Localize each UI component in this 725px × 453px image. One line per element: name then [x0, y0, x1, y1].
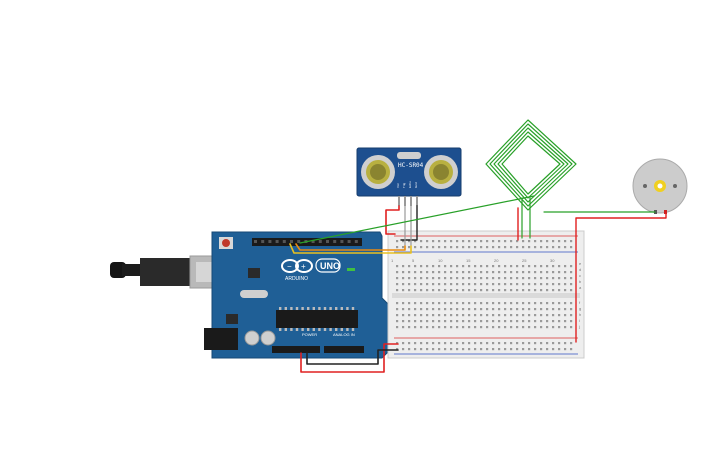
svg-text:f: f	[579, 300, 581, 305]
wire-black-gnd-power	[306, 349, 399, 365]
wire-green-motor-signal	[299, 195, 535, 244]
ultrasonic-sensor[interactable]: HC-SR04 Vcc Trig Echo Gnd	[356, 147, 462, 206]
sensor-pin-labels: Vcc Trig Echo Gnd	[396, 181, 418, 188]
svg-text:1: 1	[391, 258, 394, 263]
svg-text:d: d	[579, 267, 581, 272]
board-model-label: UNO	[320, 261, 340, 271]
wire-red-5v	[300, 343, 399, 373]
svg-text:5: 5	[412, 258, 415, 263]
wire-red-vcc	[385, 205, 400, 235]
svg-text:c: c	[579, 273, 581, 278]
svg-text:25: 25	[522, 258, 527, 263]
svg-text:Gnd: Gnd	[414, 182, 418, 188]
svg-text:10: 10	[438, 258, 443, 263]
power-label: POWER	[302, 332, 317, 337]
svg-text:j: j	[578, 324, 580, 329]
wire-red-motor	[575, 213, 667, 343]
power-header[interactable]	[272, 346, 320, 353]
analog-header[interactable]	[324, 346, 364, 353]
arduino-uno-board[interactable]: − + UNO ARDUINO POWER ANALOG IN	[204, 231, 389, 359]
transducer-left-icon	[361, 155, 395, 189]
svg-text:Echo: Echo	[408, 181, 412, 188]
svg-text:g: g	[579, 306, 581, 311]
row-number-labels: 1 5 10 15 20 25 30	[391, 258, 555, 263]
column-letter-labels: a b c d e f g h i j	[578, 261, 582, 329]
wire-orange-trig	[295, 243, 406, 251]
wire-black-gnd	[400, 205, 418, 241]
arduino-infinity-icon: − +	[281, 259, 313, 273]
sensor-label: HC-SR04	[398, 162, 424, 169]
svg-text:20: 20	[494, 258, 499, 263]
dc-motor-icon[interactable]	[632, 158, 688, 214]
usb-cable[interactable]	[110, 255, 229, 289]
svg-text:h: h	[579, 312, 581, 317]
green-coil	[485, 119, 577, 211]
analog-label: ANALOG IN	[333, 332, 355, 337]
svg-text:30: 30	[550, 258, 555, 263]
svg-text:e: e	[579, 261, 582, 266]
svg-text:15: 15	[466, 258, 471, 263]
wire-yellow-echo	[289, 243, 412, 254]
transducer-right-icon	[424, 155, 458, 189]
svg-text:Vcc: Vcc	[396, 182, 400, 188]
svg-text:Trig: Trig	[402, 183, 406, 188]
svg-text:+: +	[301, 262, 306, 271]
wires[interactable]	[289, 119, 667, 373]
atmega-chip	[276, 310, 358, 328]
power-jack[interactable]	[204, 328, 238, 350]
svg-text:b: b	[579, 279, 582, 284]
board-brand-label: ARDUINO	[285, 276, 308, 282]
svg-text:i: i	[579, 318, 580, 323]
svg-text:a: a	[579, 285, 582, 290]
svg-text:−: −	[287, 262, 292, 271]
breadboard[interactable]: 1 5 10 15 20 25 30 a b c d e f g h i j	[387, 230, 585, 359]
